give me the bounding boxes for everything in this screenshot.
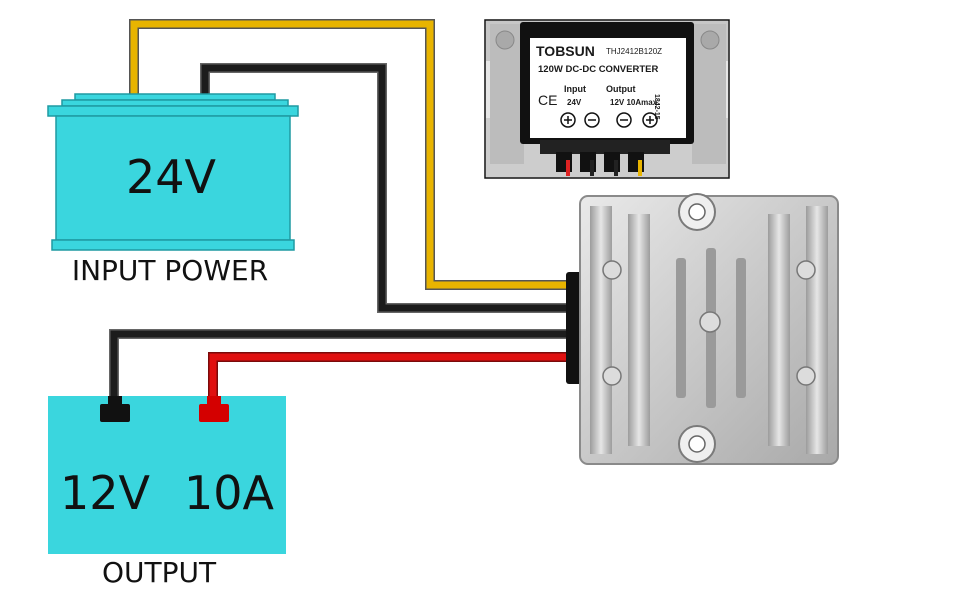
minus-terminal-icon [616,112,632,128]
model-number: THJ2412B120Z [606,47,663,56]
mounting-hole [678,193,716,231]
minus-terminal-icon [584,112,600,128]
input-heading: Input [564,84,586,94]
input-battery [47,93,299,251]
plus-terminal-icon [560,112,576,128]
output-voltage-label: 12V [60,466,151,520]
input-power-caption: INPUT POWER [71,254,269,287]
input-voltage-label: 24V [125,150,216,204]
dc-dc-converter-module [566,193,839,465]
wire-red-positive-output [208,352,575,400]
input-rating: 24V [567,98,582,107]
wire-yellow-positive-input [129,19,575,290]
label-plate-inset [484,19,730,179]
converter-title: 120W DC-DC CONVERTER [538,64,659,75]
output-current-label: 10A [184,466,275,520]
wire-black-negative-output [109,329,575,400]
wire-black-negative-input [200,63,575,313]
plus-terminal-icon [642,112,658,128]
positive-output-terminal [199,396,229,422]
batch-code: 1842-15 [653,94,660,120]
output-battery [48,396,286,554]
output-rating: 12V 10Amax [610,98,658,107]
negative-output-terminal [100,396,130,422]
screw [602,260,816,386]
mounting-hole [678,425,716,463]
output-caption: OUTPUT [101,556,217,589]
ce-mark: CE [538,92,558,108]
brand-name: TOBSUN [536,43,595,59]
output-heading: Output [606,84,636,94]
